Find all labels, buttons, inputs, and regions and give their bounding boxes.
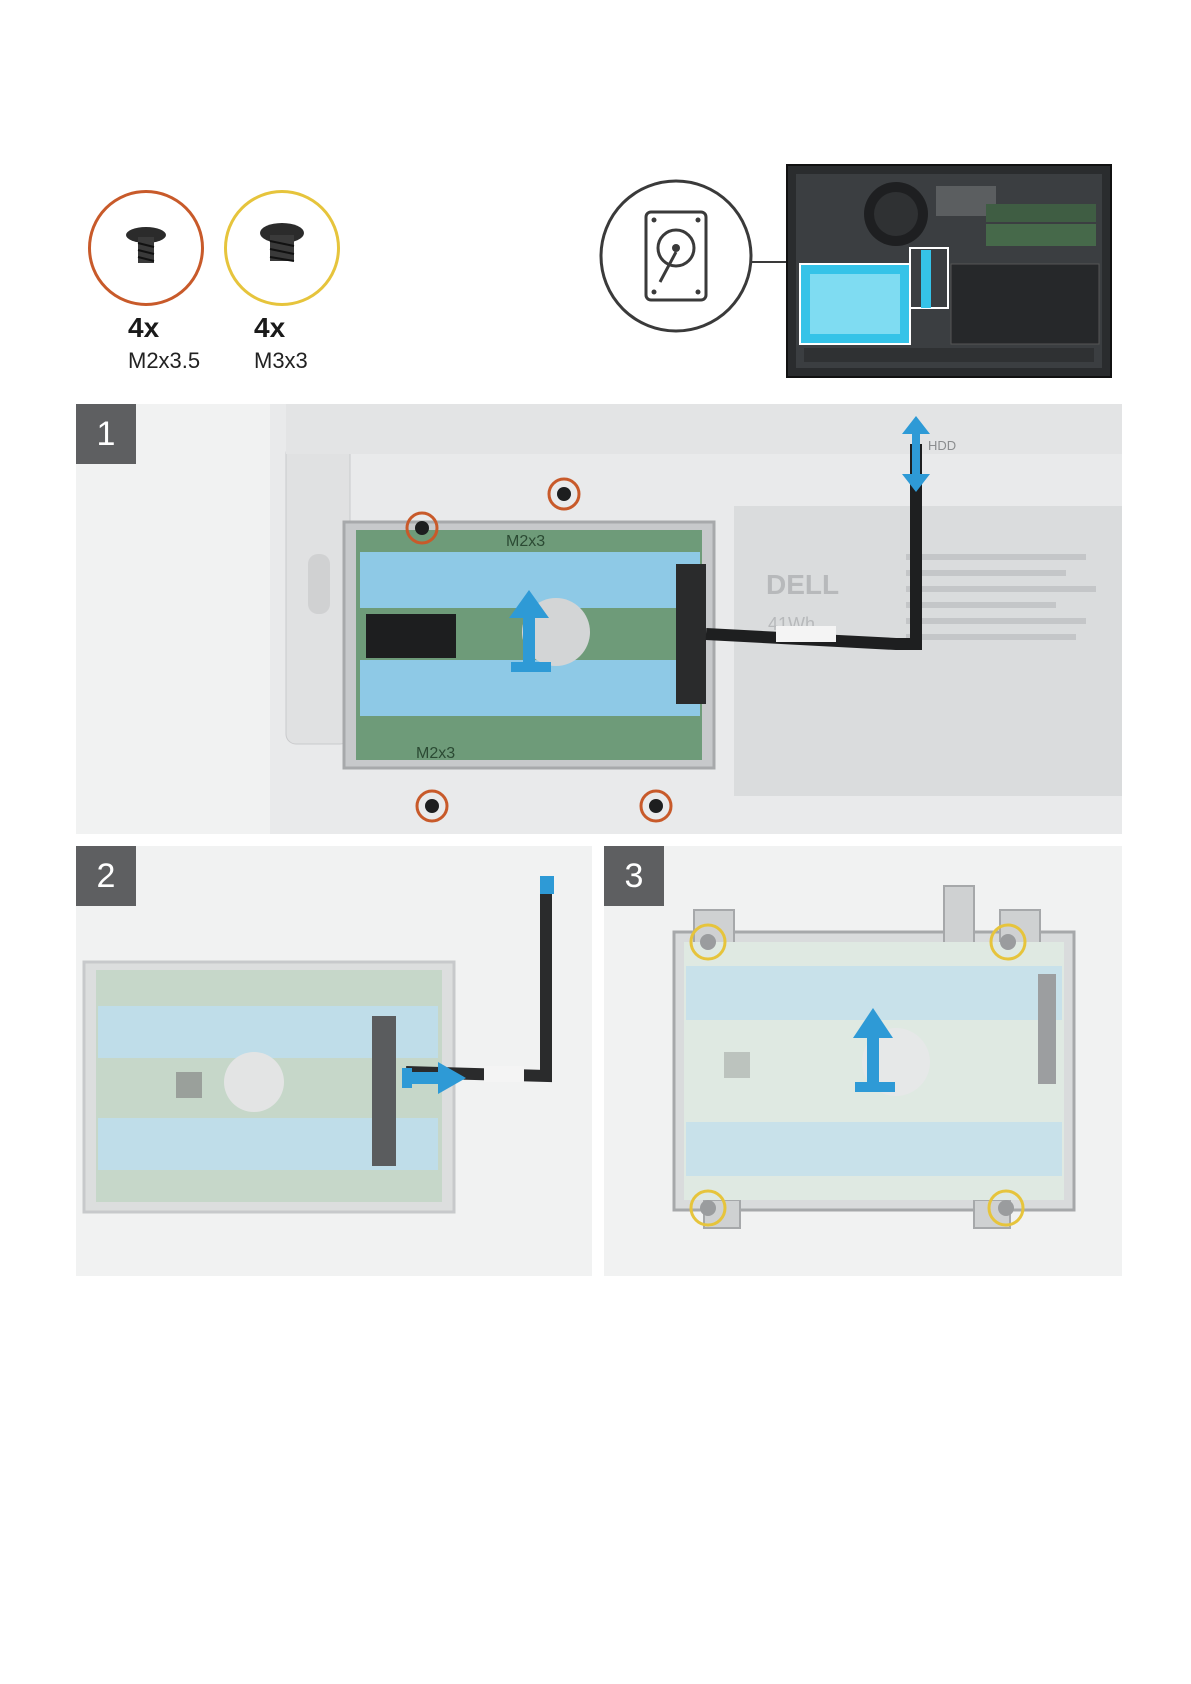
step-badge-3: 3 xyxy=(604,846,664,906)
step3-panel: 3 xyxy=(604,846,1122,1276)
laptop-overview-image xyxy=(786,164,1112,378)
screw-m2x3-5-count: 4x xyxy=(128,312,159,344)
step2-illustration xyxy=(76,846,592,1276)
screw-m3x3-ring xyxy=(224,190,340,306)
hard-drive-icon xyxy=(598,178,754,334)
step-badge-1: 1 xyxy=(76,404,136,464)
hdd-connector-label: HDD xyxy=(928,438,956,453)
bracket-text-top: M2x3 xyxy=(506,533,545,550)
step2-panel: 2 xyxy=(76,846,592,1276)
screw-m2x3-5-size: M2x3.5 xyxy=(128,348,200,374)
step-badge-2: 2 xyxy=(76,846,136,906)
step1-illustration: DELL 41Wh HDD M2x3 M2x3 xyxy=(76,404,1122,834)
bracket-text-bottom: M2x3 xyxy=(416,745,455,762)
screw-m3x3-size: M3x3 xyxy=(254,348,308,374)
step3-illustration xyxy=(604,846,1122,1276)
step1-panel: DELL 41Wh HDD M2x3 M2x3 xyxy=(76,404,1122,834)
screw-m3x3-count: 4x xyxy=(254,312,285,344)
screw-m2x3-5-ring xyxy=(88,190,204,306)
battery-brand: DELL xyxy=(766,569,839,600)
screw-m3x3-icon xyxy=(227,193,337,303)
screw-m2x3-5-icon xyxy=(91,193,201,303)
